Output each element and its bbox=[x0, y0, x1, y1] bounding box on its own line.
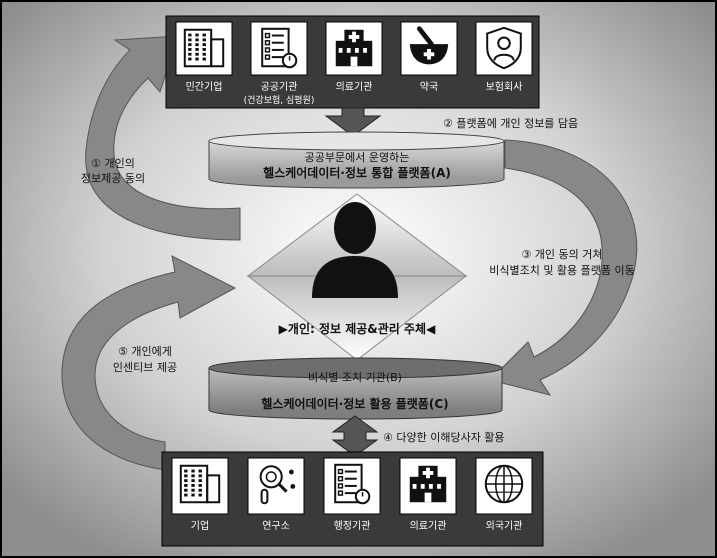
platform-a-line2: 헬스케어데이터·정보 통합 플랫폼(A) bbox=[263, 165, 451, 180]
step5-label-line2: 인센티브 제공 bbox=[113, 361, 177, 374]
platform-b-top bbox=[208, 357, 503, 379]
top-card-1 bbox=[250, 21, 308, 76]
person-icon bbox=[312, 202, 398, 298]
arrow-to-platform-a bbox=[324, 107, 382, 137]
bottom-label-2: 행정기관 bbox=[334, 520, 371, 532]
shield-person-icon bbox=[486, 26, 522, 70]
center-label: ▶개인: 정보 제공&관리 주체◀ bbox=[279, 321, 436, 336]
top-card-4 bbox=[475, 21, 533, 76]
platform-a-disk bbox=[208, 131, 505, 189]
checklist-icon bbox=[261, 27, 298, 69]
step5-label-line1: ⑤ 개인에게 bbox=[118, 345, 172, 358]
checklist-icon bbox=[334, 463, 371, 505]
top-label-3: 약국 bbox=[420, 81, 438, 93]
bottom-card-0 bbox=[171, 457, 229, 515]
step4-label: ④ 다양한 이해당사자 활용 bbox=[383, 430, 505, 444]
step1-label-line1: ① 개인의 bbox=[91, 157, 135, 170]
building-icon bbox=[183, 28, 225, 68]
platform-a-line1: 공공부문에서 운영하는 bbox=[305, 150, 410, 164]
bottom-label-3: 의료기관 bbox=[410, 520, 447, 532]
top-label-4: 보험회사 bbox=[486, 81, 523, 93]
top-sublabel-1: (건강보험, 심평원) bbox=[244, 95, 315, 106]
curved-arrow-step3 bbox=[489, 139, 638, 396]
step2-label: ② 플랫폼에 개인 정보를 담음 bbox=[443, 117, 578, 130]
bottom-card-3 bbox=[399, 457, 457, 515]
platform-c-label: 헬스케어데이터·정보 활용 플랫폼(C) bbox=[261, 396, 448, 411]
top-label-2: 의료기관 bbox=[336, 81, 373, 93]
step3-label-line2: 비식별조치 및 활용 플랫폼 이동 bbox=[489, 263, 635, 277]
mortar-pestle-icon bbox=[409, 26, 449, 65]
bottom-card-2 bbox=[323, 457, 381, 515]
platform-b-label: 비식별 조치 기관(B) bbox=[308, 371, 402, 384]
curved-arrow-step5 bbox=[61, 255, 237, 471]
bottom-label-1: 연구소 bbox=[262, 520, 290, 532]
bottom-card-1 bbox=[247, 457, 305, 515]
top-card-3 bbox=[400, 21, 458, 76]
step1-label-line2: 정보제공 동의 bbox=[81, 172, 145, 185]
bottom-card-4 bbox=[475, 457, 533, 515]
globe-icon bbox=[484, 464, 524, 504]
top-label-0: 민간기업 bbox=[186, 80, 223, 93]
research-icon bbox=[259, 465, 296, 505]
bottom-label-4: 외국기관 bbox=[486, 520, 523, 532]
hospital-icon bbox=[335, 29, 373, 67]
top-label-1: 공공기관 bbox=[261, 81, 298, 93]
top-card-0 bbox=[175, 21, 233, 76]
top-card-2 bbox=[325, 21, 383, 76]
hospital-icon bbox=[409, 465, 447, 503]
curved-arrow-step1 bbox=[85, 35, 241, 241]
step3-label-line1: ③ 개인 동의 거쳐 bbox=[521, 248, 602, 261]
bottom-label-0: 기업 bbox=[191, 519, 209, 532]
building-icon bbox=[179, 464, 221, 504]
platform-c-disk bbox=[208, 357, 503, 420]
